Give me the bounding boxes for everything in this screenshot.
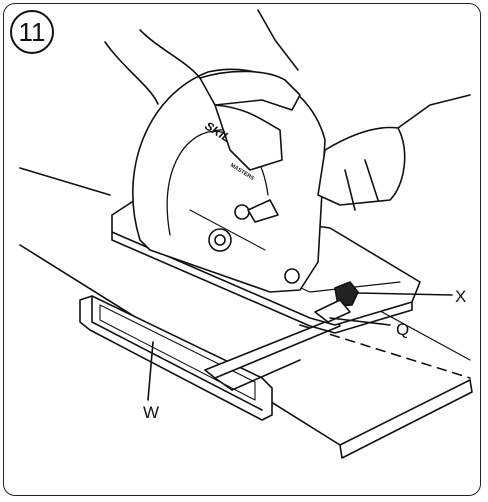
- bevel-lever: [247, 199, 279, 223]
- fence-rail: [204, 317, 341, 391]
- callout-x: X: [455, 287, 467, 306]
- front-knob: [284, 268, 300, 284]
- rear-handle: [104, 9, 301, 171]
- leader-w: [147, 341, 154, 401]
- leader-q: [329, 317, 391, 326]
- figure-frame: [3, 3, 481, 496]
- fence-clamp: [314, 281, 359, 323]
- figure-number-badge: 11: [10, 10, 54, 54]
- bevel-knob: [234, 204, 250, 220]
- callout-q: Q: [396, 320, 410, 339]
- cutting-line: [299, 324, 471, 379]
- leader-x: [357, 292, 453, 296]
- blade-guard: [132, 68, 326, 293]
- front-handle: [317, 94, 471, 211]
- callout-w: W: [143, 403, 160, 422]
- parallel-fence: [79, 295, 273, 421]
